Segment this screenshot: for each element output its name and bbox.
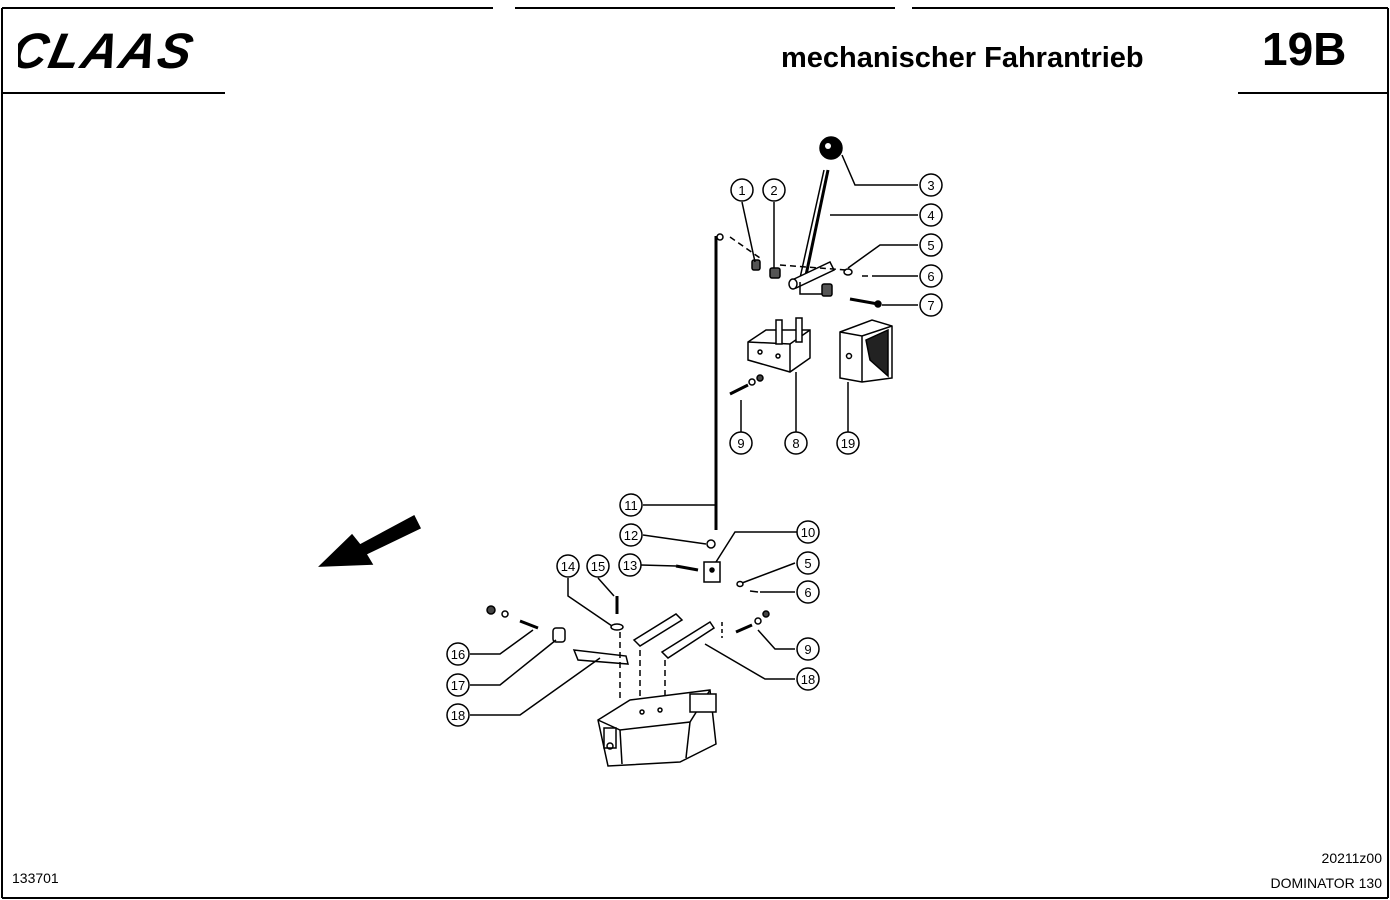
callout-11: 11 [624,498,638,513]
callout-8: 8 [792,436,799,451]
callout-9: 9 [737,436,744,451]
callout-4: 4 [927,208,934,223]
direction-arrow [318,514,422,567]
callout-5-lower: 5 [804,556,811,571]
callout-18: 18 [451,708,465,723]
callout-7: 7 [927,298,934,313]
link-18a [572,649,629,665]
callout-5: 5 [927,238,934,253]
drawing-code: 20211z00 [1321,850,1382,866]
callout-12: 12 [624,528,638,543]
model-name: DOMINATOR 130 [1270,875,1382,891]
link-18c [660,620,716,659]
callout-9-lower: 9 [804,642,811,657]
document-number: 133701 [12,870,59,886]
lever-rod [803,169,830,281]
callout-13: 13 [623,558,637,573]
callout-19: 19 [841,436,855,451]
callout-2: 2 [770,183,777,198]
callout-3: 3 [927,178,934,193]
page-title: mechanischer Fahrantrieb [781,42,1144,74]
callout-1: 1 [738,183,745,198]
svg-text:CLAAS: CLAAS [18,23,200,76]
callout-15: 15 [591,559,605,574]
callout-10: 10 [801,525,815,540]
callout-16: 16 [451,647,465,662]
callout-6-lower: 6 [804,585,811,600]
claas-logo: CLAAS [18,23,200,76]
sheet-number: 19B [1262,23,1347,75]
callout-17: 17 [451,678,465,693]
lever-knob [819,136,843,160]
callout-18-right: 18 [801,672,815,687]
callout-14: 14 [561,559,575,574]
callout-6: 6 [927,269,934,284]
link-18b [632,613,684,647]
